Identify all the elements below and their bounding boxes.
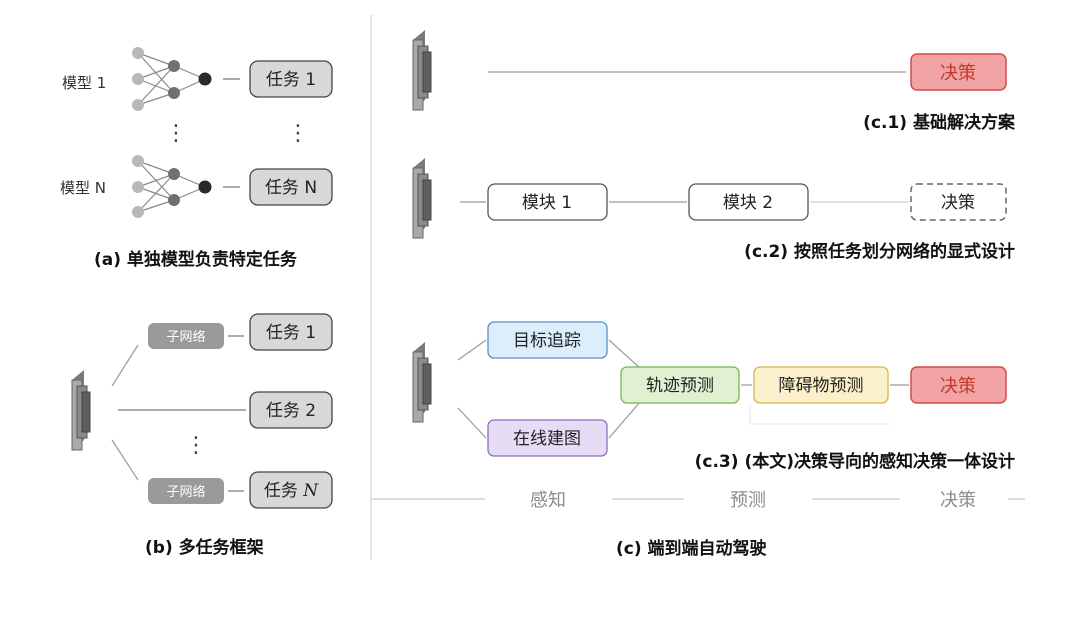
trajectory-prediction-box — [620, 366, 740, 404]
neural-net-icon — [132, 155, 212, 218]
module-2-box — [688, 183, 809, 221]
model-1-label: 模型 1 — [62, 74, 106, 92]
axis-decision: 决策 — [940, 490, 976, 511]
decision-label: 决策 — [941, 193, 975, 213]
vdots: ⋮ — [287, 121, 309, 146]
module-1-box — [487, 183, 608, 221]
panel-a: 模型 1 任务 1 ⋮ ⋮ 模型 N — [60, 47, 333, 270]
caption-c: (c) 端到端自动驾驶 — [616, 538, 767, 559]
vdots: ⋮ — [165, 121, 187, 146]
feature-stack-icon — [71, 369, 91, 451]
decision-label: 决策 — [940, 63, 976, 84]
caption-c1: (c.1) 基础解决方案 — [863, 112, 1016, 133]
task-n-label: 任务 N — [265, 178, 317, 198]
module-2-label: 模块 2 — [723, 193, 773, 213]
decision-box — [910, 53, 1007, 91]
panel-c1: 决策 (c.1) 基础解决方案 — [412, 29, 1016, 133]
subnet-label: 子网络 — [166, 484, 205, 500]
panel-c3: 目标追踪 在线建图 轨迹预测 障碍物预测 决策 (c.3) (本文)决策导向的感… — [412, 321, 1015, 472]
obstacle-prediction-label: 障碍物预测 — [779, 376, 864, 396]
feature-stack-icon — [412, 29, 432, 111]
stage-axis: 感知 预测 决策 — [372, 490, 1025, 511]
panel-c2: 模块 1 模块 2 决策 (c.2) 按照任务划分网络的显式设计 — [412, 157, 1015, 262]
feature-stack-icon — [412, 157, 432, 239]
caption-a: (a) 单独模型负责特定任务 — [94, 249, 298, 270]
neural-net-icon — [132, 47, 212, 111]
task-n-label: 任务 N — [264, 481, 319, 501]
task-n-box — [249, 168, 333, 206]
task-1-box — [249, 313, 333, 351]
task-1-label: 任务 1 — [266, 323, 316, 343]
model-n-label: 模型 N — [60, 179, 106, 197]
trajectory-prediction-label: 轨迹预测 — [646, 376, 714, 396]
axis-prediction: 预测 — [730, 490, 766, 511]
task-1-label: 任务 1 — [266, 70, 316, 90]
feature-stack-icon — [412, 341, 432, 423]
caption-b: (b) 多任务框架 — [145, 537, 264, 558]
object-tracking-label: 目标追踪 — [513, 331, 581, 351]
task-2-box — [249, 391, 333, 429]
object-tracking-box — [487, 321, 608, 359]
decision-label: 决策 — [940, 376, 976, 397]
axis-perception: 感知 — [530, 490, 566, 511]
module-1-label: 模块 1 — [522, 193, 572, 213]
vdots: ⋮ — [185, 433, 207, 458]
caption-c2: (c.2) 按照任务划分网络的显式设计 — [744, 241, 1015, 262]
decision-box — [910, 366, 1007, 404]
decision-box-dashed — [910, 183, 1007, 221]
subnet-label: 子网络 — [166, 329, 205, 345]
task-1-box — [249, 60, 333, 98]
subnet-box — [148, 323, 224, 349]
panel-b: 子网络 任务 1 任务 2 ⋮ 子网络 任务 N (b) 多任务框架 — [71, 313, 333, 558]
obstacle-prediction-box — [753, 366, 889, 404]
subnet-box — [148, 478, 224, 504]
online-mapping-label: 在线建图 — [513, 429, 581, 449]
online-mapping-box — [487, 419, 608, 457]
task-n-box — [249, 471, 333, 509]
task-2-label: 任务 2 — [266, 401, 316, 421]
caption-c3: (c.3) (本文)决策导向的感知决策一体设计 — [695, 451, 1015, 472]
